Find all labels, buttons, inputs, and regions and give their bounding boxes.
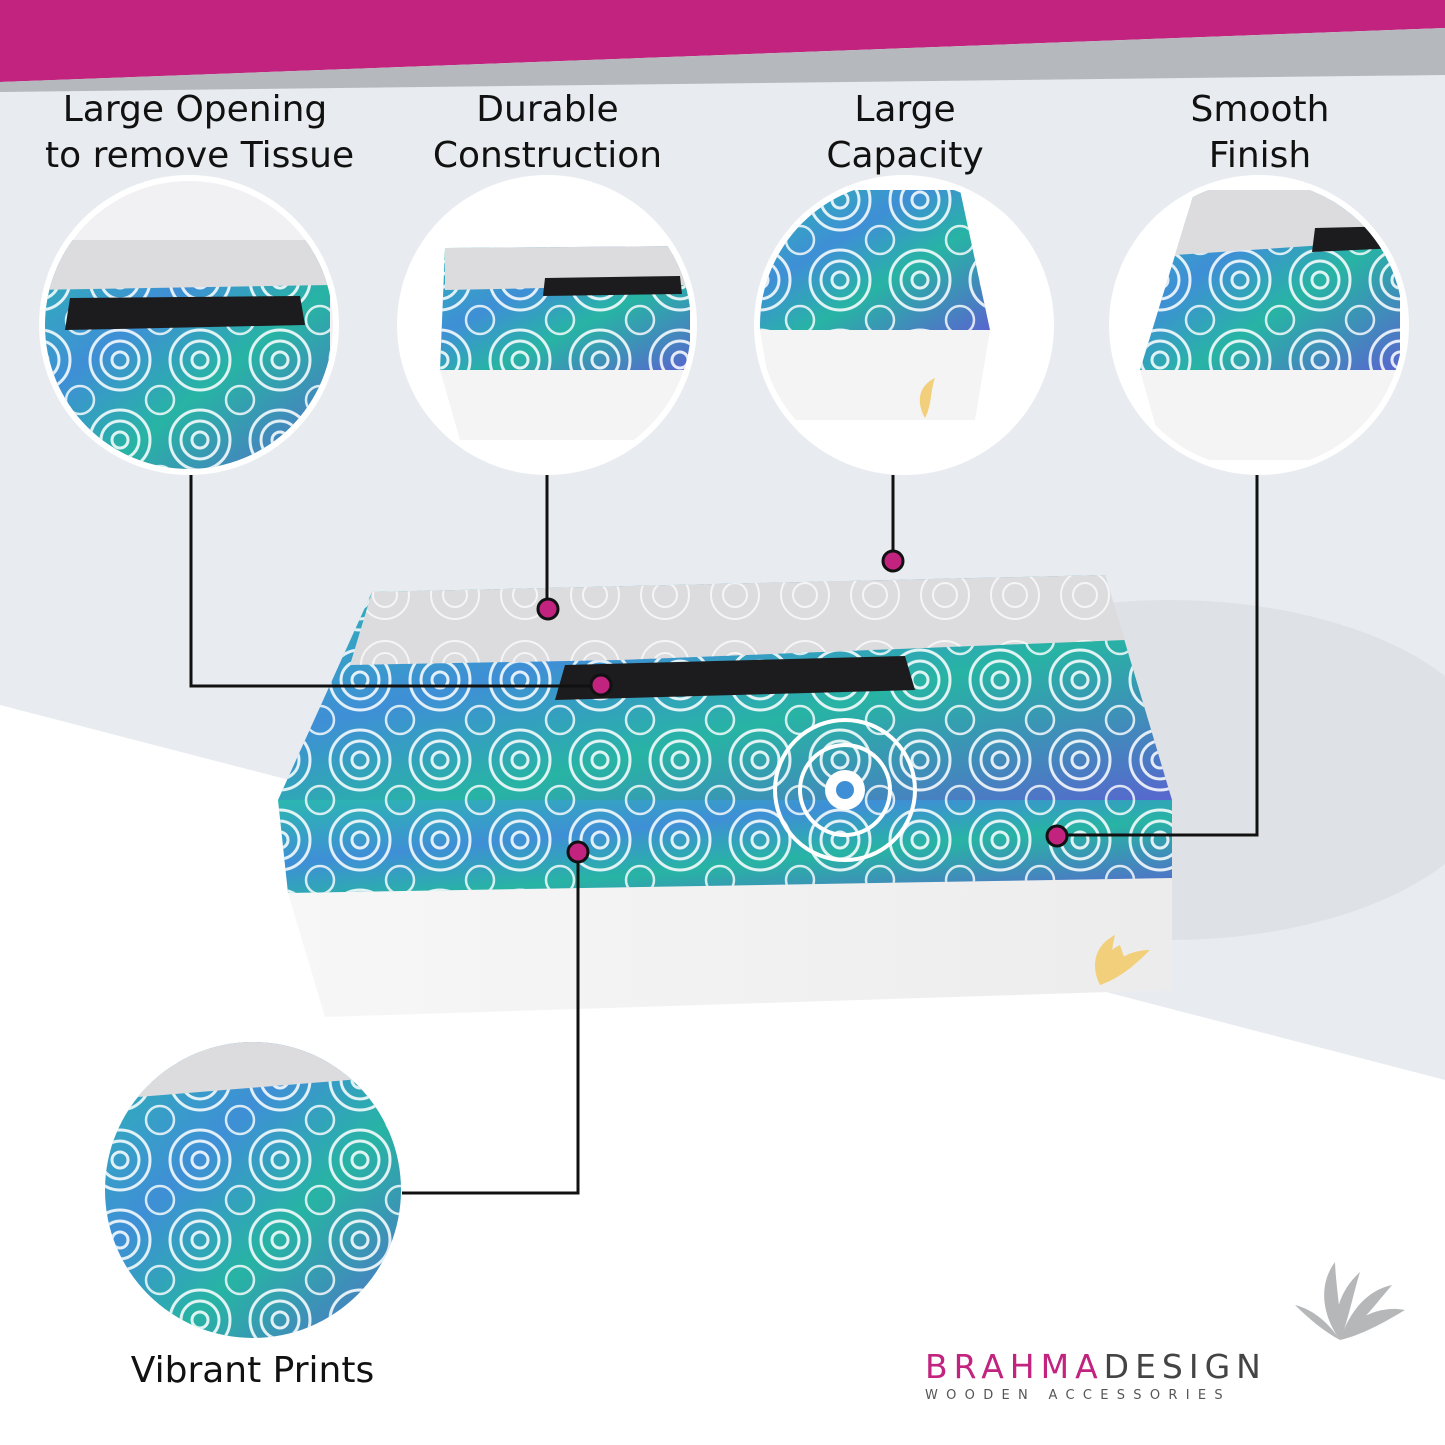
feature-label-line: Capacity (826, 135, 984, 176)
zoom-circle-capacity (754, 175, 1054, 475)
brand-tagline: WOODEN ACCESSORIES (925, 1388, 1231, 1403)
callout-dot-opening (589, 673, 613, 697)
callout-dot-prints (566, 840, 590, 864)
feature-label-construction: Durable Construction (420, 87, 675, 179)
feature-label-capacity: Large Capacity (800, 87, 1010, 179)
feature-label-finish: Smooth Finish (1160, 87, 1360, 179)
zoom-circle-finish (1109, 175, 1409, 475)
top-grey-bar (0, 28, 1445, 92)
brand-name-part2: DESIGN (1103, 1347, 1267, 1386)
brand-name-part1: BRAHMA (925, 1347, 1104, 1386)
zoom-circle-construction (397, 175, 697, 475)
lotus-leaf-icon (1095, 935, 1150, 985)
feature-label-line: Durable (476, 89, 619, 130)
callout-dot-construction (536, 597, 560, 621)
feature-label-prints: Vibrant Prints (110, 1348, 395, 1394)
feature-label-line: Finish (1208, 135, 1312, 176)
zoom-circle-prints (100, 1037, 406, 1343)
feature-label-line: Large Opening (62, 89, 328, 130)
callout-dots (536, 549, 1069, 864)
feature-label-line: Construction (432, 135, 663, 176)
tissue-opening (555, 656, 915, 700)
zoom-circle-opening (39, 175, 339, 475)
callout-dot-finish (1045, 824, 1069, 848)
feature-label-opening: Large Opening to remove Tissue (45, 87, 355, 179)
brand-logo: BRAHMADESIGN WOODEN ACCESSORIES (925, 1348, 1315, 1404)
top-accent-bar (0, 0, 1445, 82)
callout-lines (189, 475, 1259, 1195)
feature-label-line: Vibrant Prints (130, 1350, 375, 1391)
lotus-leaf-icon (1295, 1262, 1405, 1340)
feature-label-line: Large (854, 89, 956, 130)
flower-motif (773, 718, 917, 862)
feature-label-line: to remove Tissue (45, 135, 355, 176)
brand-name: BRAHMADESIGN (925, 1348, 1315, 1386)
feature-label-line: Smooth (1190, 89, 1330, 130)
callout-dot-capacity (881, 549, 905, 573)
tissue-box (278, 575, 1172, 1017)
